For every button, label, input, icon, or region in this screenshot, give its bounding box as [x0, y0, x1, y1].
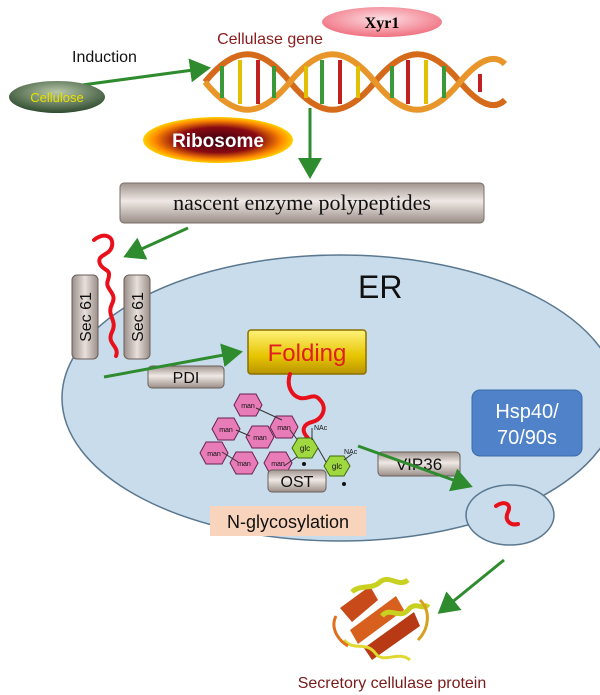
man-label: man	[277, 425, 291, 432]
sec61-label-right: Sec 61	[130, 292, 147, 342]
vip36-box	[377, 451, 461, 477]
nac-label: NAc	[314, 425, 328, 432]
cellulose-ellipse	[9, 81, 105, 113]
man-label: man	[237, 461, 251, 468]
man-label: man	[271, 461, 285, 468]
n-glycosylation-label: N-glycosylation	[227, 512, 349, 532]
pdi-label: PDI	[173, 370, 200, 387]
sec61-label-left: Sec 61	[78, 292, 95, 342]
induction-label: Induction	[72, 49, 137, 66]
ost-box	[267, 469, 327, 493]
ribosome-label: Ribosome	[172, 131, 264, 152]
ost-label: OST	[281, 474, 314, 491]
man-label: man	[253, 435, 267, 442]
hsp-box	[471, 389, 583, 457]
vesicle-chain	[494, 501, 520, 527]
secretory-vesicle	[465, 484, 555, 546]
polypeptide-to-er-arrow	[123, 226, 189, 260]
sec61-channel-left	[71, 274, 99, 360]
xyr1-label: Xyr1	[365, 15, 400, 32]
protein-structure-icon	[332, 576, 431, 662]
glycan-cluster: man man man man man man man glc glc NAc …	[199, 393, 358, 486]
glc-label: glc	[332, 462, 342, 471]
man-label: man	[207, 451, 221, 458]
folding-chain	[286, 372, 326, 440]
hsp-label-line1: Hsp40/	[495, 401, 559, 423]
pdi-box	[147, 365, 225, 389]
n-glycosylation-box	[210, 506, 366, 536]
vip36-label: VIP36	[396, 455, 442, 474]
nascent-chain	[92, 233, 119, 358]
secretory-protein-label: Secretory cellulase protein	[298, 675, 487, 692]
er-to-vesicle-arrow	[357, 444, 473, 492]
pdi-to-folding-arrow	[103, 343, 243, 379]
dna-helix-icon	[202, 51, 508, 113]
folding-label: Folding	[268, 340, 347, 367]
nascent-polypeptide-bar	[119, 182, 485, 224]
man-label: man	[241, 403, 255, 410]
vesicle-to-protein-arrow	[437, 558, 505, 614]
glc-label: glc	[300, 444, 310, 453]
cellulose-label: Cellulose	[30, 90, 83, 105]
xyr1-ellipse	[322, 7, 442, 37]
hsp-label-line2: 70/90s	[497, 427, 557, 449]
nac-label: NAc	[344, 449, 358, 456]
sec61-channel-right	[123, 274, 151, 360]
man-label: man	[219, 427, 233, 434]
ribosome-ellipse	[143, 117, 293, 163]
er-label: ER	[358, 269, 402, 305]
folding-box	[247, 329, 367, 375]
nascent-polypeptide-label: nascent enzyme polypeptides	[173, 190, 431, 215]
cellulase-gene-label: Cellulase gene	[217, 31, 323, 48]
